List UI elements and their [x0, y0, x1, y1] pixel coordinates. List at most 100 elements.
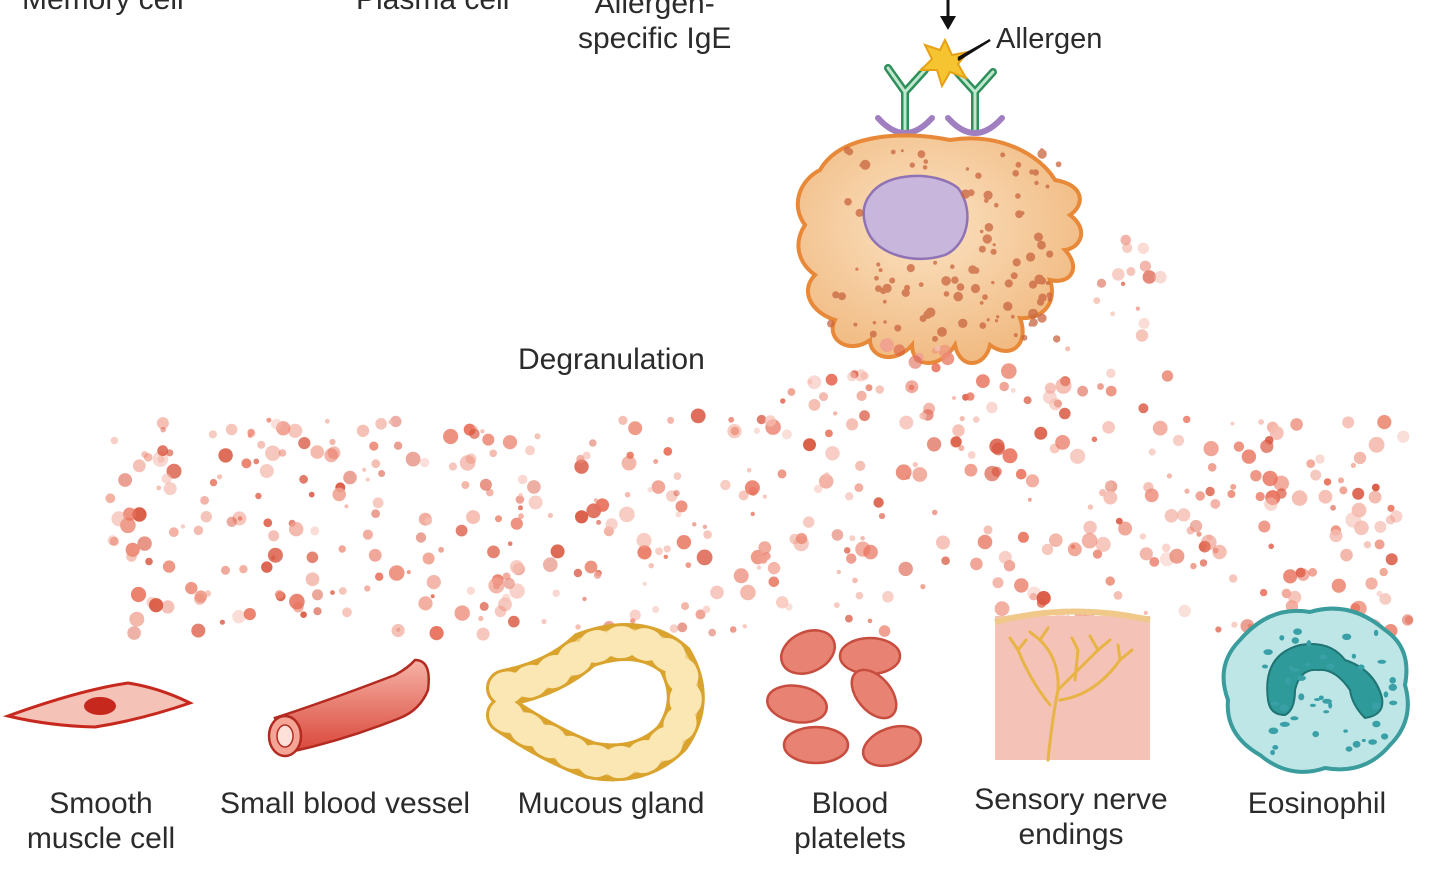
released-granule [515, 495, 525, 504]
released-granule [482, 433, 495, 446]
granule [869, 330, 877, 338]
released-granule [1203, 441, 1219, 457]
released-granule [1207, 463, 1217, 472]
released-granule [1178, 604, 1191, 618]
released-granule [129, 611, 145, 627]
granule [1012, 258, 1021, 267]
released-granule [1385, 515, 1396, 525]
released-granule [405, 451, 421, 467]
granule [909, 162, 915, 168]
granule [982, 294, 988, 300]
released-granule [209, 478, 218, 487]
released-granule [525, 445, 535, 456]
released-granule [582, 596, 587, 602]
released-granule [895, 464, 912, 481]
granule [1028, 322, 1033, 327]
released-granule [941, 556, 950, 565]
released-granule [576, 454, 585, 464]
released-granule [219, 619, 225, 625]
released-granule [332, 487, 347, 502]
released-granule [310, 526, 320, 536]
released-granule [502, 593, 511, 603]
released-granule [813, 484, 823, 494]
released-granule [276, 421, 291, 436]
released-granule [343, 470, 357, 485]
released-granule [1161, 543, 1171, 553]
eosinophil-granule [1314, 698, 1321, 701]
released-granule [312, 589, 323, 601]
granule [956, 283, 965, 291]
released-granule [1143, 610, 1148, 616]
eosinophil-granule [1291, 637, 1300, 644]
released-granule [1070, 544, 1076, 549]
granule [889, 277, 896, 284]
eosinophil-granule [1368, 739, 1377, 745]
allergen-label: Allergen [996, 23, 1103, 55]
released-granule [1379, 593, 1392, 605]
released-granule [338, 587, 347, 595]
released-granule [605, 518, 618, 531]
released-granule [931, 363, 941, 373]
released-granule [1115, 517, 1123, 525]
released-granule [541, 618, 547, 625]
released-granule [825, 373, 838, 386]
released-granule [780, 398, 786, 404]
released-granule [1103, 490, 1118, 505]
eosinophil-granule [1289, 668, 1300, 672]
released-granule [1023, 396, 1032, 405]
released-granule [744, 480, 760, 496]
released-granule [137, 536, 152, 551]
released-granule [1281, 588, 1292, 599]
released-granule [630, 618, 636, 624]
released-granule [1198, 540, 1211, 553]
released-granule [740, 584, 756, 601]
granule [853, 322, 858, 327]
target-label-line1: Mucous gland [517, 787, 705, 820]
released-granule [849, 535, 856, 542]
eosinophil-granule [1285, 677, 1291, 685]
eosinophil-granule [1328, 702, 1333, 709]
released-granule [1104, 481, 1114, 490]
released-granule [1126, 267, 1136, 276]
released-granule [621, 455, 637, 471]
released-granule [1081, 532, 1098, 549]
released-granule [692, 522, 697, 527]
released-granule [1315, 454, 1325, 464]
released-granule [163, 482, 177, 496]
released-granule [503, 577, 515, 590]
released-granule [1368, 490, 1382, 504]
released-granule [626, 451, 634, 459]
released-granule [454, 605, 470, 621]
released-granule [271, 418, 282, 430]
plasma-cell-label: Plasma cell [356, 0, 509, 17]
released-granule [362, 529, 373, 540]
released-granule [479, 478, 492, 491]
released-granule [938, 344, 952, 358]
released-granule [1112, 268, 1125, 281]
released-granule [371, 459, 381, 469]
granule [1010, 272, 1018, 280]
granule [975, 172, 982, 179]
released-granule [860, 536, 865, 541]
ige-antibody-left [875, 64, 935, 136]
granule [923, 310, 932, 319]
released-granule [1296, 568, 1310, 581]
released-granule [685, 562, 692, 568]
released-granule [673, 472, 682, 480]
eosinophil-granule [1312, 731, 1319, 738]
released-granule [130, 586, 147, 603]
released-granule [305, 572, 320, 587]
released-granule [466, 586, 475, 596]
released-granule [1049, 533, 1063, 547]
released-granule [459, 455, 476, 471]
eosinophil-granule [1373, 629, 1379, 637]
eosinophil-granule [1305, 663, 1310, 667]
released-granule [156, 485, 162, 491]
released-granule [479, 601, 489, 611]
released-granule [145, 557, 153, 566]
released-granule [329, 438, 336, 446]
released-granule [926, 437, 942, 452]
eosinophil-granule [1270, 749, 1275, 756]
eosinophil-granule [1306, 640, 1312, 647]
released-granule [759, 555, 768, 564]
